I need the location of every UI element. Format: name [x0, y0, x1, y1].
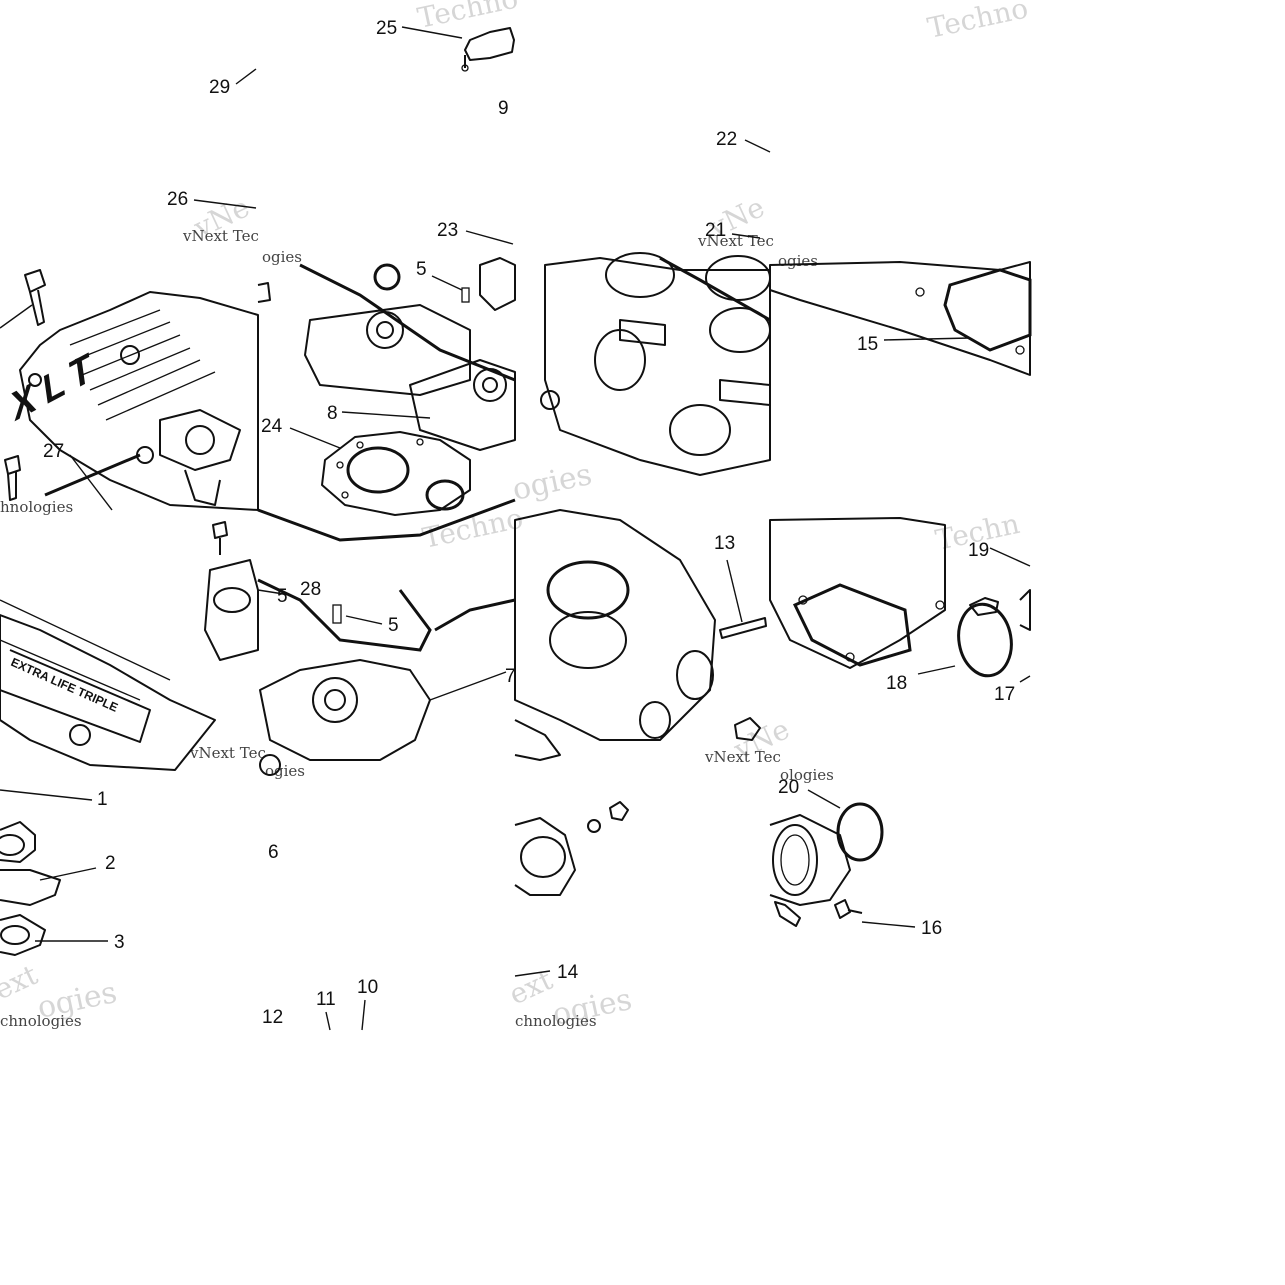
sensor-part — [461, 27, 515, 72]
cylinder-head-upper — [257, 257, 516, 451]
lower-gasket-part — [769, 517, 946, 669]
watermark-captions: vNext Tec ogies vNext Tec ogies hnologie… — [0, 227, 834, 1030]
watermark-caption: ologies — [780, 766, 834, 784]
callout-label-23: 23 — [437, 220, 458, 241]
bolt-part — [4, 269, 46, 501]
cover-gasket — [44, 453, 141, 497]
cylinder-head-lower — [204, 521, 432, 776]
cover-letters: XLT — [9, 339, 103, 430]
callout-label-28: 28 — [300, 579, 321, 600]
flange-part — [0, 821, 61, 956]
watermark-layer: Techno Techno vNe vNe ogies Techno Techn… — [0, 0, 1031, 1033]
callout-label-24: 24 — [261, 416, 283, 437]
intake-boot-part — [769, 802, 884, 927]
callout-label-29: 29 — [209, 77, 230, 98]
watermark-caption: hnologies — [0, 498, 73, 516]
callout-label-26: 26 — [167, 189, 188, 210]
leader-lines — [0, 26, 1031, 1031]
watermark-caption: chnologies — [515, 1012, 597, 1030]
callout-label-13: 13 — [714, 533, 735, 554]
watermark-text: Techno — [925, 0, 1031, 45]
callout-label-9: 9 — [498, 98, 509, 119]
watermark-caption: chnologies — [0, 1012, 82, 1030]
callout-label-25: 25 — [376, 18, 397, 39]
head-gasket-loop — [257, 498, 516, 542]
callout-label-18: 18 — [886, 673, 907, 694]
callout-label-5: 5 — [416, 259, 427, 280]
callout-label-10: 10 — [357, 977, 378, 998]
callout-label-20: 20 — [778, 777, 799, 798]
watermark-caption: vNext Tec — [189, 744, 266, 762]
callout-label-8: 8 — [327, 403, 338, 424]
head-gasket-loop — [434, 598, 516, 632]
head-cover-part: XLT — [9, 291, 259, 511]
callout-label-1: 1 — [97, 789, 108, 810]
callout-label-16: 16 — [921, 918, 942, 939]
callout-label-21: 21 — [705, 220, 726, 241]
callout-label-14: 14 — [557, 962, 579, 983]
watermark-caption: vNext Tec — [182, 227, 259, 245]
callout-label-22: 22 — [716, 129, 737, 150]
callout-label-12: 12 — [262, 1007, 283, 1028]
cylinder-block-part — [540, 252, 771, 476]
clamp-part — [957, 589, 1031, 678]
callout-label-3: 3 — [114, 932, 125, 953]
exhaust-flange-part — [514, 801, 629, 896]
watermark-caption: ogies — [265, 762, 305, 780]
callout-label-5: 5 — [277, 586, 288, 607]
callout-label-2: 2 — [105, 853, 116, 874]
callout-label-19: 19 — [968, 540, 989, 561]
watermark-caption: ogies — [262, 248, 302, 266]
callout-label-15: 15 — [857, 334, 878, 355]
base-gasket-part — [769, 261, 1032, 376]
callout-label-7: 7 — [505, 666, 516, 687]
lower-head-cover-part: EXTRA LIFE TRIPLE — [0, 599, 216, 771]
callout-label-5: 5 — [388, 615, 399, 636]
callout-label-11: 11 — [316, 989, 336, 1010]
head-gasket-part — [321, 431, 471, 516]
watermark-caption: ogies — [778, 252, 818, 270]
callout-label-17: 17 — [994, 684, 1015, 705]
cylinder-lower-part — [514, 509, 767, 761]
watermark-caption: vNext Tec — [704, 748, 781, 766]
callout-label-6: 6 — [268, 842, 279, 863]
callout-label-27: 27 — [43, 441, 64, 462]
callout-labels: 1 2 3 5 5 5 6 7 8 9 10 11 12 13 14 15 16… — [43, 18, 1015, 1028]
watermark-text: ogies — [509, 457, 595, 508]
watermark-caption: vNext Tec — [697, 232, 774, 250]
